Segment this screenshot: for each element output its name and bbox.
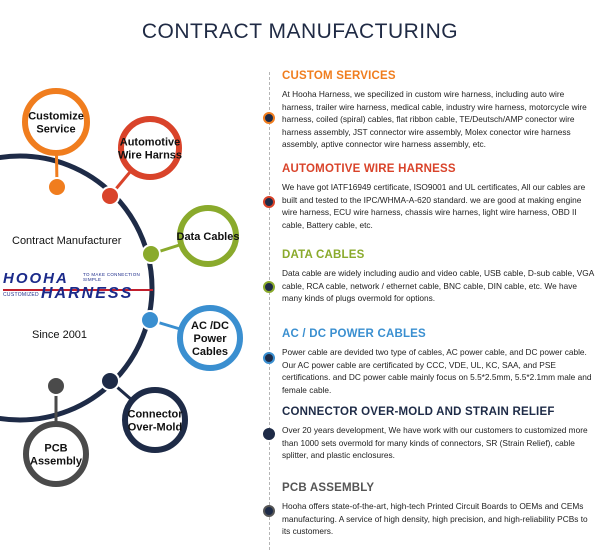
- node-label-line: Automotive: [120, 137, 181, 149]
- timeline-dot: [263, 196, 275, 208]
- node-label-line: Data Cables: [177, 231, 240, 243]
- junction-dot: [141, 244, 161, 264]
- node-label-line: Wire Harnss: [118, 150, 182, 162]
- section-heading: PCB ASSEMBLY: [282, 482, 375, 494]
- section-body: At Hooha Harness, we specilized in custo…: [282, 89, 587, 150]
- section-heading: CONNECTOR OVER-MOLD AND STRAIN RELIEF: [282, 406, 555, 418]
- section-pcb-assembly: PCB ASSEMBLY Hooha offers state-of-the-ar…: [282, 482, 594, 538]
- node-circle: [118, 116, 182, 180]
- node-label-line: Service: [36, 124, 75, 136]
- company-logo: HOOHA TO MAKE CONNECTION SIMPLE HARNESS …: [3, 270, 153, 306]
- timeline-dot: [263, 428, 275, 440]
- section-body: We have got IATF16949 certificate, ISO90…: [282, 182, 586, 230]
- main-ring: [0, 153, 155, 423]
- section-custom-services: CUSTOM SERVICES At Hooha Harness, we spec…: [282, 70, 594, 151]
- node-circle: [177, 305, 243, 371]
- logo-tagline-top: TO MAKE CONNECTION SIMPLE: [83, 272, 141, 282]
- node-label-line: Connector: [128, 409, 184, 421]
- node-label-line: Over-Mold: [128, 422, 182, 434]
- section-heading: AUTOMOTIVE WIRE HARNESS: [282, 163, 456, 175]
- node-label-line: Customize: [28, 111, 84, 123]
- logo-underline: [3, 289, 153, 291]
- timeline-dot: [263, 112, 275, 124]
- junction-dot: [46, 376, 66, 396]
- node-circle: [177, 205, 239, 267]
- center-since: Since 2001: [32, 329, 87, 341]
- section-automotive-wire-harness: AUTOMOTIVE WIRE HARNESS We have got IATF1…: [282, 163, 594, 231]
- timeline-line: [269, 72, 271, 550]
- node-label-line: Power: [193, 333, 227, 345]
- node-circle: [23, 421, 89, 487]
- section-heading: AC / DC POWER CABLES: [282, 328, 426, 340]
- node-label-line: Cables: [192, 346, 228, 358]
- junction-dot: [100, 186, 120, 206]
- section-body: Power cable are devided two type of cabl…: [282, 347, 592, 395]
- logo-word-2: HARNESS: [41, 285, 134, 302]
- section-body: Over 20 years development, We have work …: [282, 425, 588, 461]
- junction-dot: [47, 177, 67, 197]
- section-heading: DATA CABLES: [282, 249, 365, 261]
- junction-dot: [100, 371, 120, 391]
- section-heading: CUSTOM SERVICES: [282, 70, 396, 82]
- junction-dot: [140, 310, 160, 330]
- node-label-line: AC /DC: [191, 320, 229, 332]
- timeline-dot: [263, 505, 275, 517]
- section-ac-dc-power-cables: AC / DC POWER CABLES Power cable are devi…: [282, 328, 594, 396]
- node-circle: [22, 88, 90, 156]
- node-label-line: PCB: [44, 443, 67, 455]
- node-data-cables: Data Cables: [141, 205, 240, 267]
- timeline-dot: [263, 281, 275, 293]
- timeline-dot: [263, 352, 275, 364]
- center-title: Contract Manufacturer: [12, 235, 122, 247]
- section-connector-over-mold-and-strain-relief: CONNECTOR OVER-MOLD AND STRAIN RELIEF Ove…: [282, 406, 594, 462]
- section-body: Data cable are widely including audio an…: [282, 268, 594, 304]
- logo-word-1: HOOHA: [3, 270, 69, 287]
- logo-tagline-bottom: CUSTOMIZED: [3, 292, 39, 298]
- node-circle: [122, 387, 188, 453]
- section-data-cables: DATA CABLES Data cable are widely includi…: [282, 249, 594, 305]
- section-body: Hooha offers state-of-the-art, high-tech…: [282, 501, 588, 537]
- page-title: CONTRACT MANUFACTURING: [141, 20, 459, 43]
- node-label-line: Assembly: [30, 456, 83, 468]
